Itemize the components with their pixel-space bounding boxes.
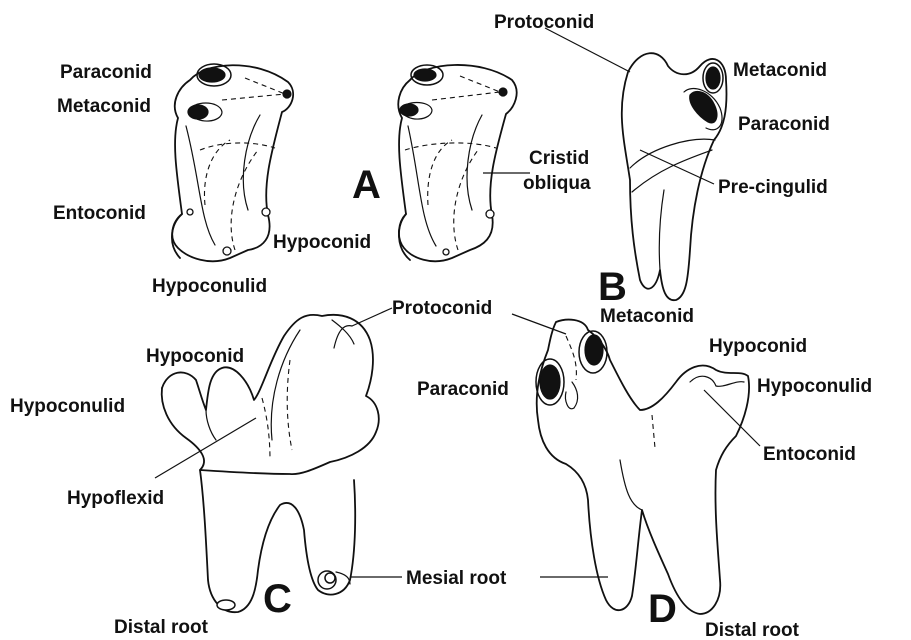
panel-label-b: B <box>598 265 627 309</box>
label-mesial-root: Mesial root <box>406 568 507 589</box>
label-a-paraconid: Paraconid <box>60 62 152 83</box>
label-d-entoconid: Entoconid <box>763 444 856 465</box>
label-d-hypoconid: Hypoconid <box>709 336 807 357</box>
label-c-hypoconid: Hypoconid <box>146 346 244 367</box>
label-a-entoconid: Entoconid <box>53 203 146 224</box>
label-a-hypoconid: Hypoconid <box>273 232 371 253</box>
label-b-protoconid: Protoconid <box>494 12 594 33</box>
panel-label-c: C <box>263 577 292 621</box>
label-d-paraconid: Paraconid <box>417 379 509 400</box>
panel-label-a: A <box>352 163 381 207</box>
label-a-cristid-line1: Cristid <box>529 148 589 169</box>
label-c-hypoconulid: Hypoconulid <box>10 396 125 417</box>
label-d-distal-root: Distal root <box>705 620 800 640</box>
label-c-protoconid: Protoconid <box>392 298 492 319</box>
label-c-hypoflexid: Hypoflexid <box>67 488 164 509</box>
label-a-cristid-line2: obliqua <box>523 173 591 194</box>
label-a-metaconid: Metaconid <box>57 96 151 117</box>
label-b-precingulid: Pre-cingulid <box>718 177 828 198</box>
label-c-distal-root: Distal root <box>114 617 209 638</box>
label-d-metaconid: Metaconid <box>600 306 694 327</box>
panel-b-tooth <box>622 53 727 300</box>
label-d-hypoconulid: Hypoconulid <box>757 376 872 397</box>
label-b-paraconid: Paraconid <box>738 114 830 135</box>
panel-a-right-tooth <box>398 65 516 261</box>
label-a-hypoconulid: Hypoconulid <box>152 276 267 297</box>
label-b-metaconid: Metaconid <box>733 60 827 81</box>
panel-d-tooth <box>536 320 749 614</box>
paraconid-wear-facet <box>199 68 225 82</box>
panel-label-d: D <box>648 587 677 631</box>
